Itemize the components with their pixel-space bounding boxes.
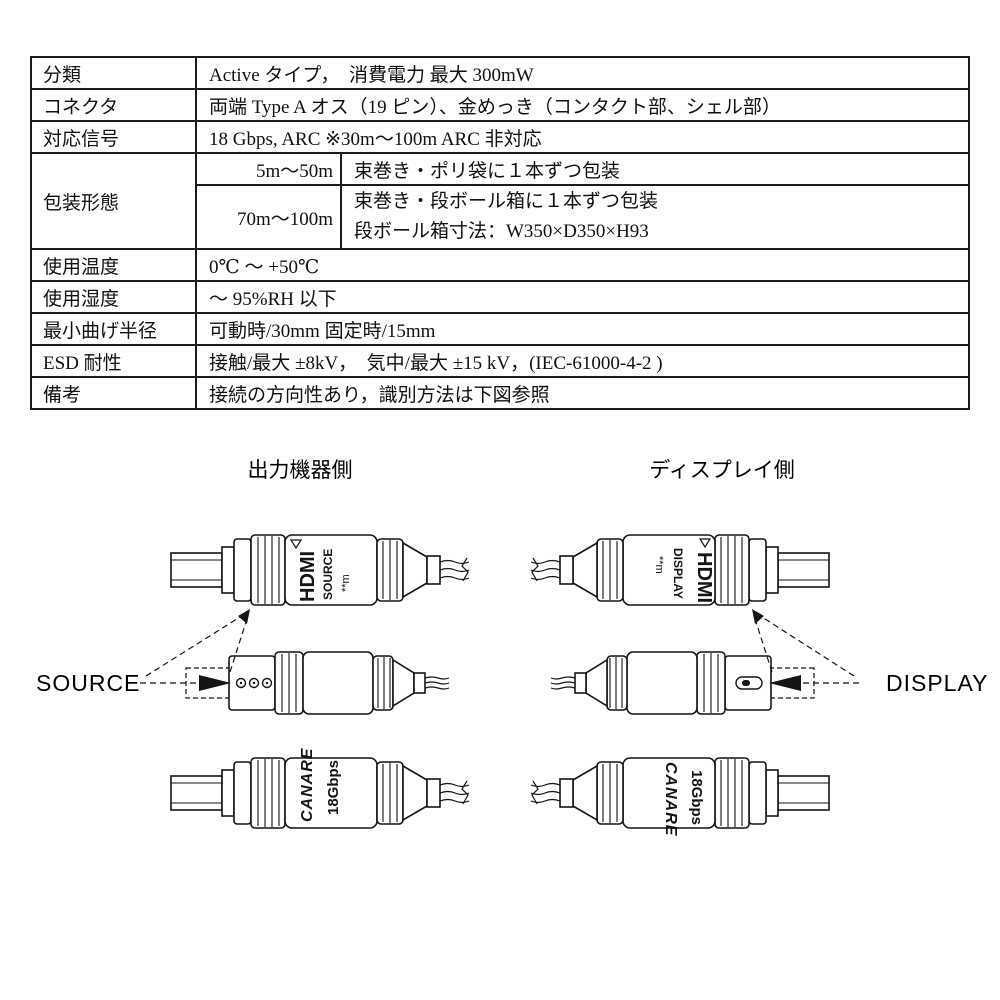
marking-speed: 18Gbps xyxy=(688,770,705,825)
packaging-value-2: 束巻き・段ボール箱に１本ずつ包装 段ボール箱寸法：W350×D350×H93 xyxy=(340,184,970,250)
table-row: 最小曲げ半径 可動時/30mm 固定時/15mm xyxy=(30,312,970,346)
display-label: DISPLAY xyxy=(886,670,988,696)
display-identifier-slot xyxy=(735,676,763,690)
source-face-arrow-icon xyxy=(238,609,250,624)
row-value-humidity: ～ 95%RH 以下 xyxy=(195,280,970,314)
packaging-range-2: 70m～100m xyxy=(195,184,342,250)
table-row: コネクタ 両端 Type A オス（19 ピン）、金めっき（コンタクト部、シェル… xyxy=(30,88,970,122)
connector-body xyxy=(170,534,470,606)
connector-source-top-view xyxy=(185,651,450,715)
table-row: 対応信号 18 Gbps, ARC ※30m～100m ARC 非対応 xyxy=(30,120,970,154)
orientation-mark-icon xyxy=(289,539,303,550)
table-row: 使用湿度 ～ 95%RH 以下 xyxy=(30,280,970,314)
row-label-signal: 対応信号 xyxy=(30,120,197,154)
row-label-bend-radius: 最小曲げ半径 xyxy=(30,312,197,346)
row-label-category: 分類 xyxy=(30,56,197,90)
connector-source-brand-view: CANARE 18Gbps xyxy=(170,747,470,829)
packaging-value-2-line-2: 段ボール箱寸法：W350×D350×H93 xyxy=(354,221,649,242)
source-arrow-icon xyxy=(199,675,231,691)
table-row: 分類 Active タイプ， 消費電力 最大 300mW xyxy=(30,56,970,90)
orientation-mark-icon xyxy=(698,538,712,549)
source-identifier-dots xyxy=(235,677,273,689)
row-label-packaging: 包装形態 xyxy=(30,152,197,250)
row-label-humidity: 使用湿度 xyxy=(30,280,197,314)
source-callout-lines xyxy=(140,609,250,691)
row-value-category: Active タイプ， 消費電力 最大 300mW xyxy=(195,56,970,90)
row-value-remarks: 接続の方向性あり，識別方法は下図参照 xyxy=(195,376,970,410)
packaging-range-1: 5m～50m xyxy=(195,152,342,186)
marking-speed: 18Gbps xyxy=(325,760,342,815)
table-row: 使用温度 0℃ ～ +50℃ xyxy=(30,248,970,282)
connector-display-side-view: HDMI DISPLAY **m xyxy=(530,534,830,606)
row-value-connector: 両端 Type A オス（19 ピン）、金めっき（コンタクト部、シェル部） xyxy=(195,88,970,122)
connector-display-brand-view: CANARE 18Gbps xyxy=(530,757,830,837)
marking-source: SOURCE xyxy=(321,549,335,600)
marking-length: **m xyxy=(653,556,665,574)
table-row: 包装形態 5m～50m 束巻き・ポリ袋に１本ずつ包装 xyxy=(30,152,970,250)
row-label-esd: ESD 耐性 xyxy=(30,344,197,378)
table-row: 備考 接続の方向性あり，識別方法は下図参照 xyxy=(30,376,970,410)
source-label: SOURCE xyxy=(36,670,140,696)
row-value-esd: 接触/最大 ±8kV， 気中/最大 ±15 kV，(IEC-61000-4-2 … xyxy=(195,344,970,378)
connector-source-side-view: HDMI SOURCE **m xyxy=(170,534,470,606)
connector-diagram: 出力機器側 ディスプレイ側 HDMI SOURCE **m CA xyxy=(36,458,988,837)
marking-display: DISPLAY xyxy=(671,548,685,599)
connector-display-top-view xyxy=(550,651,815,715)
display-face-arrow-icon xyxy=(752,609,764,624)
packaging-value-1: 束巻き・ポリ袋に１本ずつ包装 xyxy=(340,152,970,186)
marking-brand: CANARE xyxy=(299,747,316,822)
marking-length: **m xyxy=(340,574,352,592)
spec-table: 分類 Active タイプ， 消費電力 最大 300mW コネクタ 両端 Typ… xyxy=(30,56,970,410)
row-label-temperature: 使用温度 xyxy=(30,248,197,282)
row-value-bend-radius: 可動時/30mm 固定時/15mm xyxy=(195,312,970,346)
packaging-value-2-line-1: 束巻き・段ボール箱に１本ずつ包装 xyxy=(354,191,659,212)
row-value-temperature: 0℃ ～ +50℃ xyxy=(195,248,970,282)
row-label-remarks: 備考 xyxy=(30,376,197,410)
table-row: ESD 耐性 接触/最大 ±8kV， 気中/最大 ±15 kV，(IEC-610… xyxy=(30,344,970,378)
row-value-signal: 18 Gbps, ARC ※30m～100m ARC 非対応 xyxy=(195,120,970,154)
connector-body xyxy=(170,757,470,829)
diagram-header-source-side: 出力機器側 xyxy=(248,458,353,482)
row-label-connector: コネクタ xyxy=(30,88,197,122)
diagram-header-display-side: ディスプレイ側 xyxy=(649,458,795,482)
table-row: 70m～100m 束巻き・段ボール箱に１本ずつ包装 段ボール箱寸法：W350×D… xyxy=(31,184,970,250)
display-arrow-icon xyxy=(769,675,801,691)
display-callout-lines xyxy=(752,609,860,691)
marking-brand: CANARE xyxy=(662,762,679,837)
marking-hdmi: HDMI xyxy=(693,552,715,603)
connector-body xyxy=(530,757,830,829)
marking-hdmi: HDMI xyxy=(297,551,319,602)
